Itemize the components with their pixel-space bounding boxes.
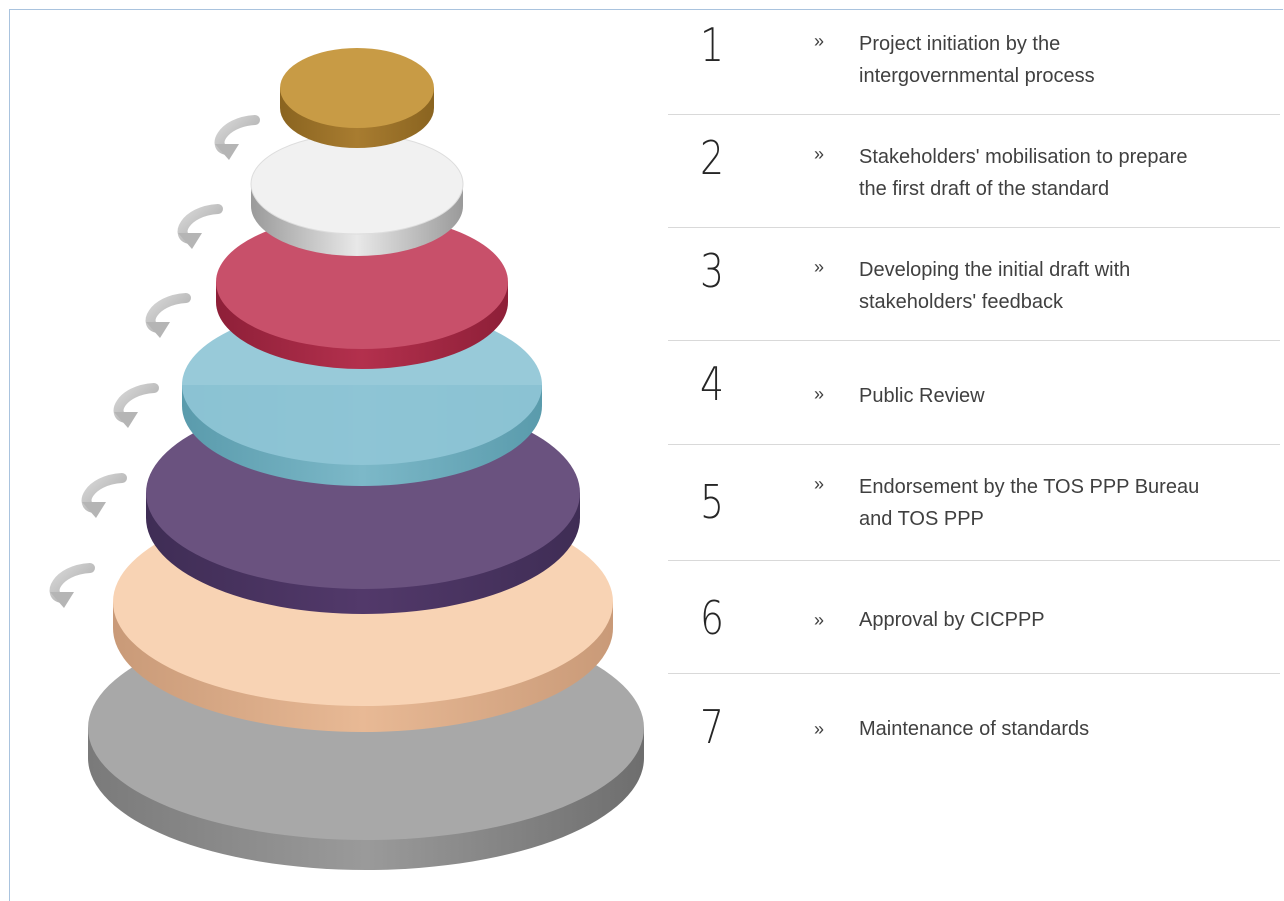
step-text-line: stakeholders' feedback [859, 291, 1063, 313]
step-row-6: 6 » Approval by CICPPP [668, 562, 1280, 674]
step-row-3: 3 » Developing the initial draft with st… [668, 229, 1280, 341]
step-number: 5 [700, 475, 725, 529]
step-row-7: 7 » Maintenance of standards [668, 675, 1280, 775]
divider [668, 560, 1280, 561]
chevron-bullet-icon: » [814, 31, 825, 51]
diagram-frame [9, 9, 1283, 901]
disc-2 [250, 133, 464, 256]
step-text: Endorsement by the TOS PPP Bureau and TO… [859, 471, 1279, 535]
step-text: Approval by CICPPP [859, 604, 1279, 636]
divider [668, 227, 1280, 228]
disc-3 [216, 215, 508, 369]
step-text-line: Maintenance of standards [859, 718, 1090, 740]
step-row-1: 1 » Project initiation by the intergover… [668, 3, 1280, 115]
step-text: Public Review [859, 380, 1279, 412]
step-text-line: Project initiation by the [859, 33, 1061, 55]
curved-arrow-icon [177, 204, 223, 249]
step-text-line: Public Review [859, 385, 985, 407]
step-text-line: and TOS PPP [859, 508, 984, 530]
curved-arrow-icon [81, 473, 127, 518]
step-text-line: Stakeholders' mobilisation to prepare [859, 146, 1188, 168]
divider [668, 444, 1280, 445]
curved-arrow-icon [145, 293, 191, 338]
curved-arrow-icon [214, 115, 260, 160]
step-text-line: Developing the initial draft with [859, 259, 1131, 281]
step-number: 6 [700, 591, 725, 645]
chevron-bullet-icon: » [814, 474, 825, 494]
curved-arrow-icon [49, 563, 95, 608]
step-text: Stakeholders' mobilisation to prepare th… [859, 141, 1279, 205]
curved-arrow-icon [113, 383, 159, 428]
step-text-line: intergovernmental process [859, 65, 1095, 87]
step-number: 4 [700, 357, 725, 411]
chevron-bullet-icon: » [814, 257, 825, 277]
chevron-bullet-icon: » [814, 719, 825, 739]
chevron-bullet-icon: » [814, 384, 825, 404]
chevron-bullet-icon: » [814, 144, 825, 164]
disc-1 [280, 48, 434, 148]
step-number: 7 [700, 700, 725, 754]
divider [668, 673, 1280, 674]
step-text-line: Approval by CICPPP [859, 609, 1045, 631]
step-number: 1 [700, 18, 725, 72]
chevron-bullet-icon: » [814, 610, 825, 630]
step-text: Project initiation by the intergovernmen… [859, 28, 1279, 92]
step-row-5: 5 » Endorsement by the TOS PPP Bureau an… [668, 446, 1280, 561]
step-number: 2 [700, 131, 725, 185]
step-row-4: 4 » Public Review [668, 342, 1280, 445]
pyramid-diagram [49, 48, 644, 870]
step-text: Developing the initial draft with stakeh… [859, 254, 1279, 318]
step-text-line: Endorsement by the TOS PPP Bureau [859, 476, 1200, 498]
divider [668, 340, 1280, 341]
step-text-line: the first draft of the standard [859, 178, 1110, 200]
divider [668, 114, 1280, 115]
step-text: Maintenance of standards [859, 713, 1279, 745]
step-row-2: 2 » Stakeholders' mobilisation to prepar… [668, 116, 1280, 228]
step-number: 3 [700, 244, 725, 298]
